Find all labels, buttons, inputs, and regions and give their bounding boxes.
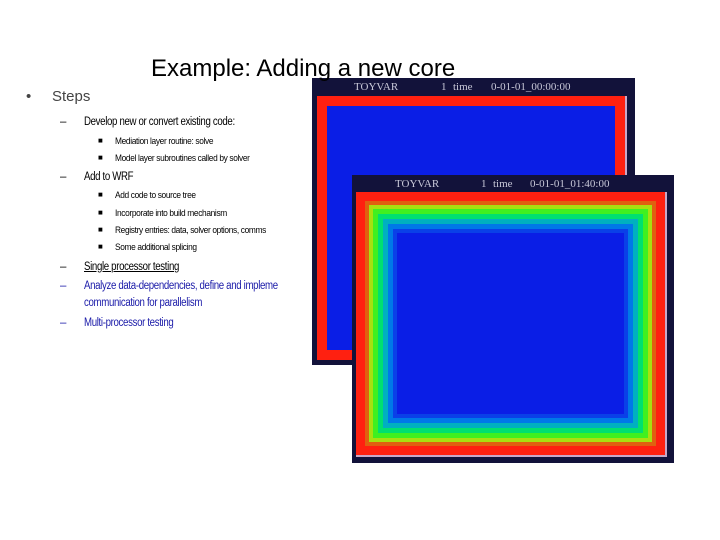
plot-var: TOYVAR bbox=[395, 178, 440, 190]
slide-title: Example: Adding a new core bbox=[151, 55, 456, 82]
item-text: communication for parallelism bbox=[84, 297, 203, 309]
plot-field bbox=[356, 192, 667, 457]
subitem-text: Incorporate into build mechanism bbox=[115, 208, 227, 219]
plot-num: 1 bbox=[481, 178, 487, 190]
item-text: Multi-processor testing bbox=[84, 317, 174, 329]
subitem-text: Registry entries: data, solver options, … bbox=[115, 225, 266, 236]
bullet-text: Steps bbox=[52, 88, 91, 105]
item-text: Add to WRF bbox=[84, 171, 134, 183]
plot-label: time bbox=[453, 81, 473, 93]
plot-time: 0-01-01_01:40:00 bbox=[530, 178, 610, 190]
plot-time-1: TOYVAR 1 time 0-01-01_01:40:00 bbox=[352, 175, 674, 463]
plot-header: TOYVAR 1 time 0-01-01_00:00:00 bbox=[312, 78, 635, 96]
plot-header: TOYVAR 1 time 0-01-01_01:40:00 bbox=[352, 175, 674, 193]
plot-num: 1 bbox=[441, 81, 447, 93]
plot-label: time bbox=[493, 178, 513, 190]
subitem-text: Some additional splicing bbox=[115, 242, 197, 253]
subitem-text: Mediation layer routine: solve bbox=[115, 136, 214, 147]
item-text: Analyze data-dependencies, define and im… bbox=[84, 280, 278, 292]
item-link[interactable]: Single processor testing bbox=[84, 261, 180, 273]
subitem-text: Model layer subroutines called by solver bbox=[115, 153, 250, 164]
plot-time: 0-01-01_00:00:00 bbox=[491, 81, 571, 93]
subitem-text: Add code to source tree bbox=[115, 190, 196, 201]
bullet-dot: • bbox=[26, 88, 32, 105]
plot-var: TOYVAR bbox=[354, 81, 399, 93]
item-text: Develop new or convert existing code: bbox=[84, 116, 235, 128]
